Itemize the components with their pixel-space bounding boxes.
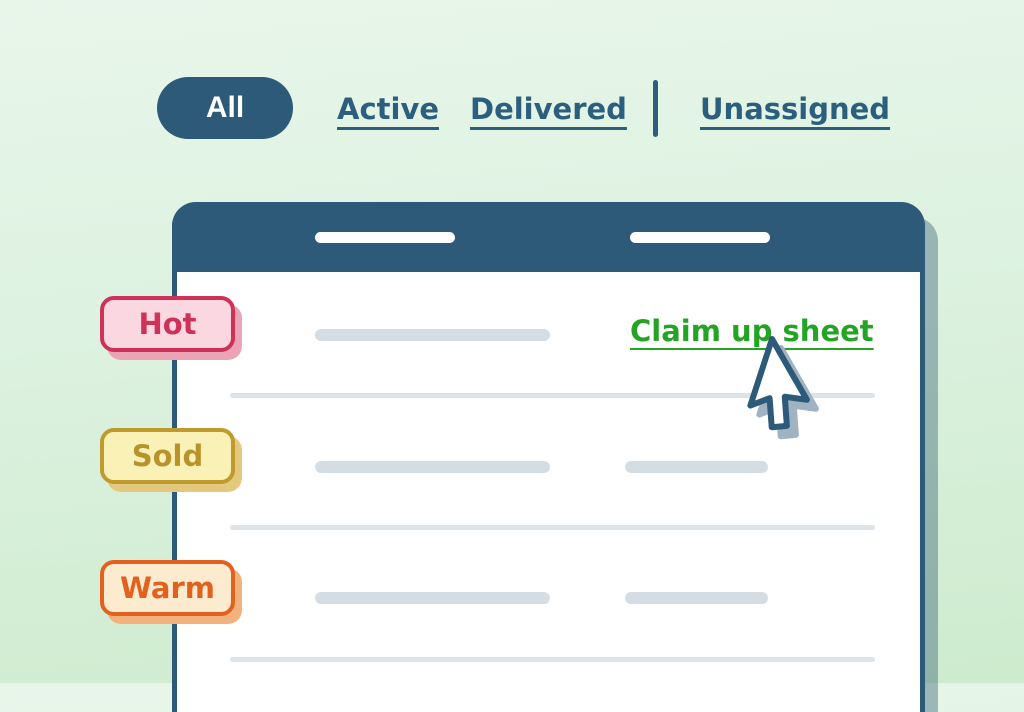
row-divider	[230, 657, 875, 662]
header-column-placeholder	[315, 232, 455, 243]
tag-warm[interactable]: Warm	[100, 560, 235, 616]
tab-delivered[interactable]: Delivered	[470, 92, 627, 126]
tag-hot[interactable]: Hot	[100, 296, 235, 352]
sheet-header	[172, 202, 925, 272]
header-column-placeholder	[630, 232, 770, 243]
row-divider	[230, 393, 875, 398]
leads-sheet-card: Claim up sheet	[172, 202, 925, 712]
row-divider	[230, 525, 875, 530]
tab-all[interactable]: All	[157, 77, 293, 139]
tab-active[interactable]: Active	[337, 92, 440, 126]
claim-up-sheet-link[interactable]: Claim up sheet	[630, 314, 874, 348]
tag-sold[interactable]: Sold	[100, 428, 235, 484]
row-text-placeholder	[625, 461, 768, 473]
row-text-placeholder	[625, 592, 768, 604]
tab-unassigned[interactable]: Unassigned	[700, 92, 891, 126]
row-text-placeholder	[315, 461, 550, 473]
row-text-placeholder	[315, 592, 550, 604]
row-text-placeholder	[315, 329, 550, 341]
tab-separator-divider	[653, 80, 658, 137]
